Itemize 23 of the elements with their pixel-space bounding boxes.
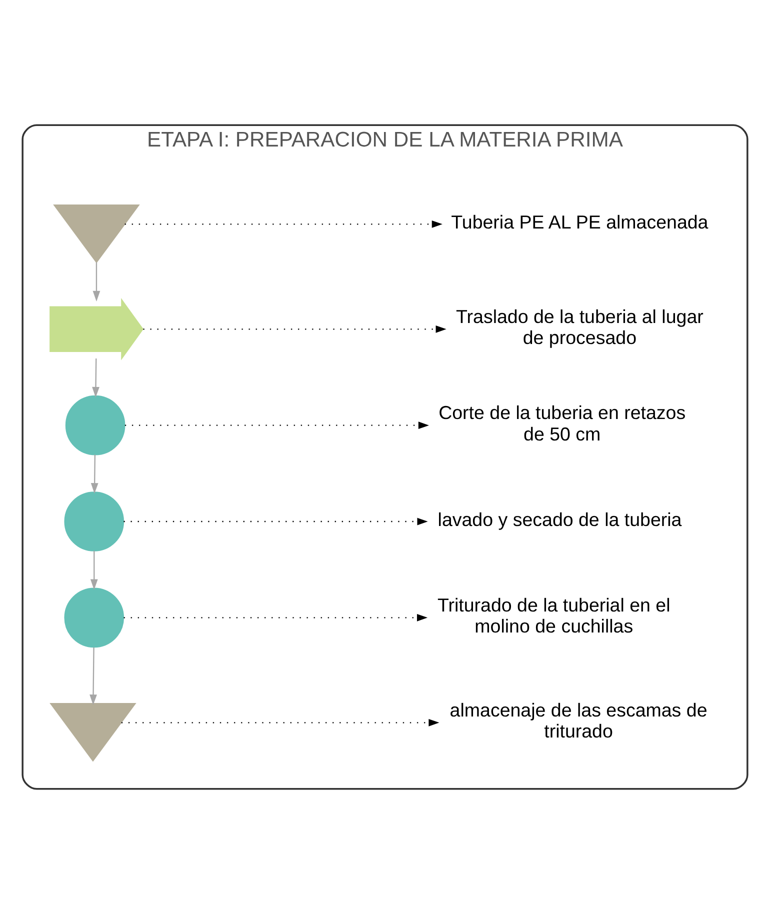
node-text: Triturado de la tuberial en el molino de cuchillas (438, 594, 670, 637)
arrow (143, 325, 446, 333)
arrow (121, 718, 440, 726)
node-circle (64, 492, 124, 552)
arrow (92, 262, 100, 302)
arrow (92, 358, 100, 398)
node-text: Corte de la tuberia en retazos de 50 cm (438, 402, 686, 444)
node-circle (64, 588, 124, 648)
arrow (124, 422, 429, 430)
arrow (124, 614, 428, 622)
node-text: Tuberia PE AL PE almacenada (451, 212, 708, 233)
arrow (124, 518, 428, 526)
arrow (90, 454, 98, 494)
node-text: almacenaje de las escamas de triturado (450, 700, 708, 742)
node-triangle (50, 703, 136, 762)
node-circle (65, 395, 126, 456)
node-text: Traslado de la tuberia al lugar de procesado (456, 306, 704, 348)
arrow (90, 550, 98, 590)
arrow (124, 220, 442, 228)
node-triangle (53, 204, 140, 264)
node-arrow (50, 298, 144, 360)
node-text: lavado y secado de la tuberia (438, 508, 682, 530)
arrow (90, 647, 97, 706)
